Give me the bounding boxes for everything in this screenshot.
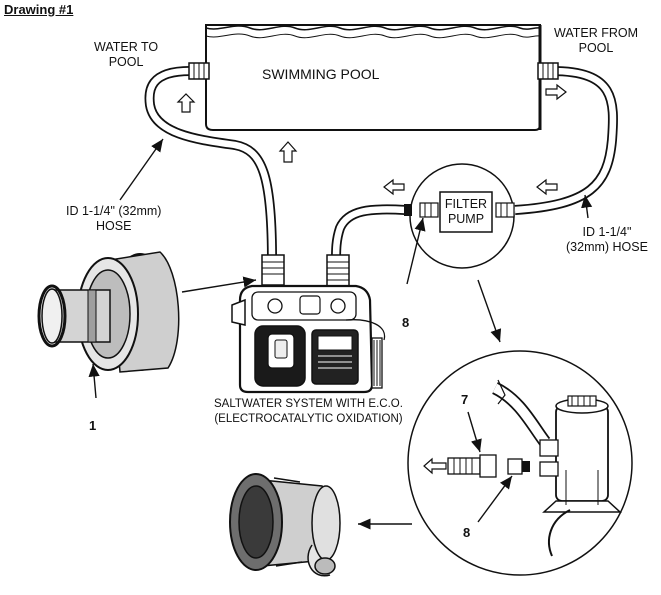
hose-water-from-pool bbox=[514, 66, 618, 215]
callout-8-lower: 8 bbox=[463, 525, 471, 540]
hose-pump-to-system bbox=[331, 204, 406, 263]
water-from-pool-label: WATER FROM POOL bbox=[554, 26, 638, 56]
flow-arrows bbox=[176, 83, 567, 196]
filter-pump-line2: PUMP bbox=[447, 212, 485, 226]
pool-label: SWIMMING POOL bbox=[262, 66, 380, 82]
water-from-pool-line1: WATER FROM bbox=[554, 26, 639, 40]
pool-outlet-connector bbox=[188, 62, 210, 80]
adapter-8-illustration bbox=[229, 473, 341, 577]
hose-right-label: ID 1-1/4" (32mm) HOSE bbox=[566, 225, 648, 255]
water-to-pool-line2: POOL bbox=[108, 55, 144, 69]
leader-lines bbox=[88, 138, 593, 530]
filter-pump-label: FILTER PUMP bbox=[442, 197, 490, 227]
water-to-pool-label: WATER TO POOL bbox=[94, 40, 158, 70]
adapter-1-illustration bbox=[37, 251, 180, 373]
water-from-pool-line2: POOL bbox=[578, 41, 614, 55]
callout-7: 7 bbox=[461, 392, 469, 407]
pump-detail-callout bbox=[407, 350, 633, 576]
saltwater-system-label: SALTWATER SYSTEM WITH E.C.O. (ELECTROCAT… bbox=[214, 397, 403, 427]
saltwater-system-unit bbox=[231, 254, 386, 394]
callout-1: 1 bbox=[89, 418, 97, 433]
saltwater-line1: SALTWATER SYSTEM WITH E.C.O. bbox=[214, 398, 403, 410]
callout-8-upper: 8 bbox=[402, 315, 410, 330]
hose-right-line1: ID 1-1/4" bbox=[582, 225, 632, 239]
filter-pump-callout bbox=[404, 163, 515, 269]
hose-left-line2: HOSE bbox=[96, 219, 132, 233]
saltwater-line2: (ELECTROCATALYTIC OXIDATION) bbox=[214, 413, 403, 425]
hose-water-to-pool bbox=[144, 66, 277, 261]
filter-pump-line1: FILTER bbox=[444, 197, 488, 211]
pool-inlet-connector bbox=[537, 62, 559, 80]
hose-left-line1: ID 1-1/4" (32mm) bbox=[66, 204, 162, 218]
water-to-pool-line1: WATER TO bbox=[94, 40, 159, 54]
hose-left-label: ID 1-1/4" (32mm) HOSE bbox=[66, 204, 161, 234]
hose-right-line2: (32mm) HOSE bbox=[566, 240, 648, 254]
drawing-title: Drawing #1 bbox=[4, 2, 74, 17]
